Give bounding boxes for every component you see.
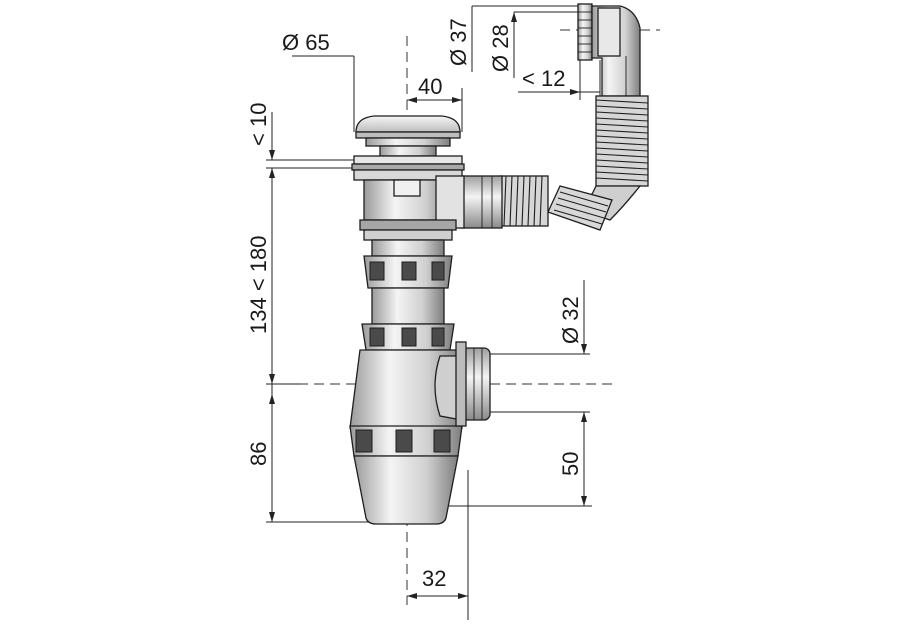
label-overflow-depth: < 12 xyxy=(522,66,565,91)
label-outlet-offset: 32 xyxy=(422,566,446,591)
overflow-head xyxy=(577,3,641,97)
dimension-labels: Ø 65 40 < 10 134 < 180 86 Ø 32 50 32 Ø 3… xyxy=(246,18,583,591)
label-overflow-outer: Ø 37 xyxy=(446,18,471,66)
overflow-head-ribs xyxy=(578,11,592,53)
drain-plug xyxy=(351,115,465,241)
label-trap-height: 86 xyxy=(246,442,271,466)
flexible-hose xyxy=(461,95,649,231)
trap-nut-ribs xyxy=(355,429,451,453)
label-height-range: 134 < 180 xyxy=(246,236,271,334)
label-outlet-diameter: Ø 32 xyxy=(558,296,583,344)
label-overflow-inner: Ø 28 xyxy=(488,24,513,72)
outlet-connector xyxy=(455,341,491,427)
upper-nut-ribs xyxy=(369,261,445,281)
label-offset: 40 xyxy=(418,74,442,99)
label-outlet-height: 50 xyxy=(558,452,583,476)
label-plug-gap: < 10 xyxy=(246,103,271,146)
tail-pipe xyxy=(361,239,455,351)
trap-body xyxy=(349,349,463,525)
dimension-lines xyxy=(266,5,601,620)
lower-nut-ribs xyxy=(369,327,445,347)
label-plug-diameter: Ø 65 xyxy=(282,30,330,55)
